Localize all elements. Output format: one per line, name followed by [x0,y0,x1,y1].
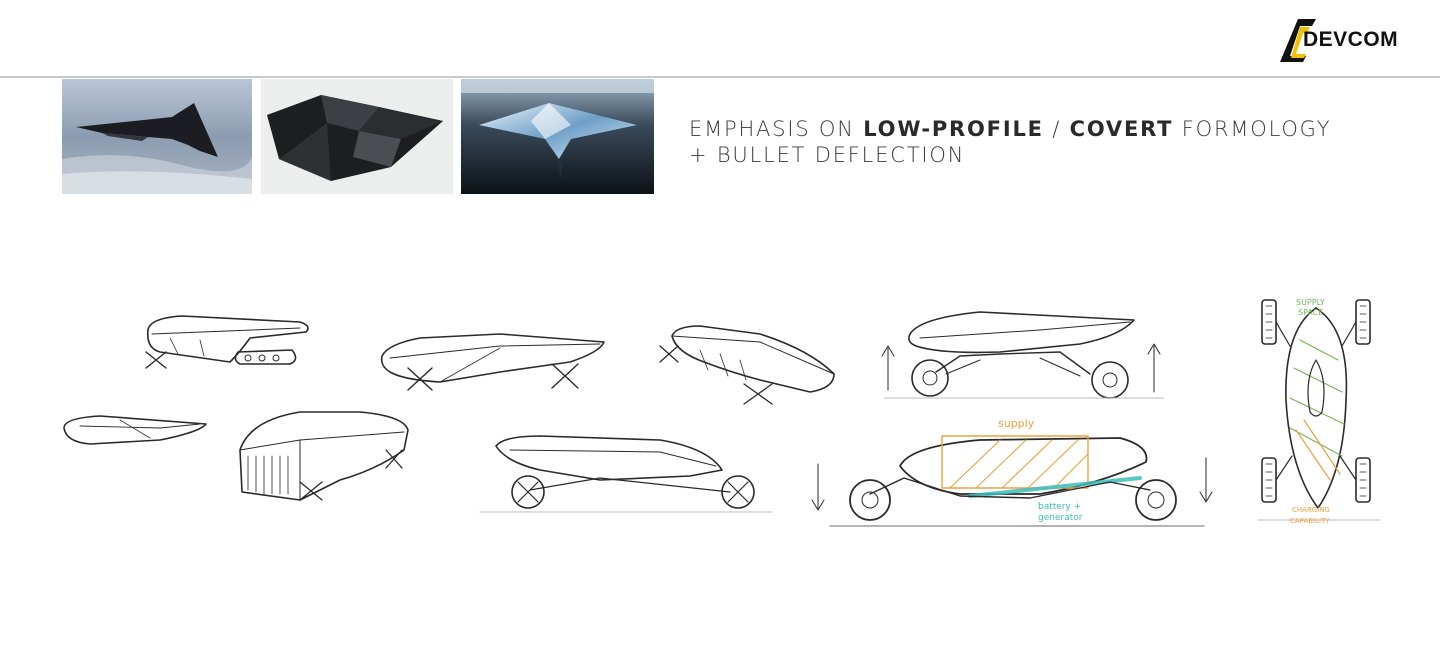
headline-slash: / [1043,117,1070,141]
headline-line-2: + BULLET DEFLECTION [689,143,966,167]
sketch-supply-carrier [811,435,1213,527]
sketch-angled-pod [659,325,835,405]
sketch-top-down-view [1257,299,1381,521]
logo-bracket-icon [1280,19,1316,62]
devcom-logo: DEVCOM [1276,16,1418,64]
headline: EMPHASIS ON LOW-PROFILE / COVERT FORMOLO… [689,116,1409,168]
reference-mirror-sculpture [461,79,654,194]
annotation-charging-line1: CHARGING [1292,506,1330,514]
annotation-supply-space-line2: SPACE [1298,308,1323,317]
headline-prefix: EMPHASIS ON [689,117,864,141]
annotation-supply: supply [998,417,1035,430]
logo-text: DEVCOM [1303,28,1399,51]
header-divider [0,76,1440,78]
annotation-supply-space-line1: SUPPLY [1296,298,1325,307]
sketch-flat-wedge [63,415,207,445]
headline-line-1: EMPHASIS ON LOW-PROFILE / COVERT FORMOLO… [689,116,1409,142]
sketch-long-low-vehicle [380,333,605,391]
headline-covert: COVERT [1069,117,1174,141]
annotation-battery-line2: generator [1038,513,1083,523]
sketch-raised-chassis [881,311,1165,399]
annotation-battery-line1: battery + [1038,502,1081,512]
sketch-boxy-pod [239,411,409,501]
reference-faceted-object [261,79,453,194]
sketch-tracked-pod [145,315,309,369]
annotation-charging-line2: CAPABILITY [1290,517,1330,525]
sketch-wheeled-chassis [479,435,773,513]
headline-formology: FORMOLOGY [1173,117,1332,141]
reference-stealth-bomber [62,79,252,194]
headline-low-profile: LOW-PROFILE [863,117,1044,141]
